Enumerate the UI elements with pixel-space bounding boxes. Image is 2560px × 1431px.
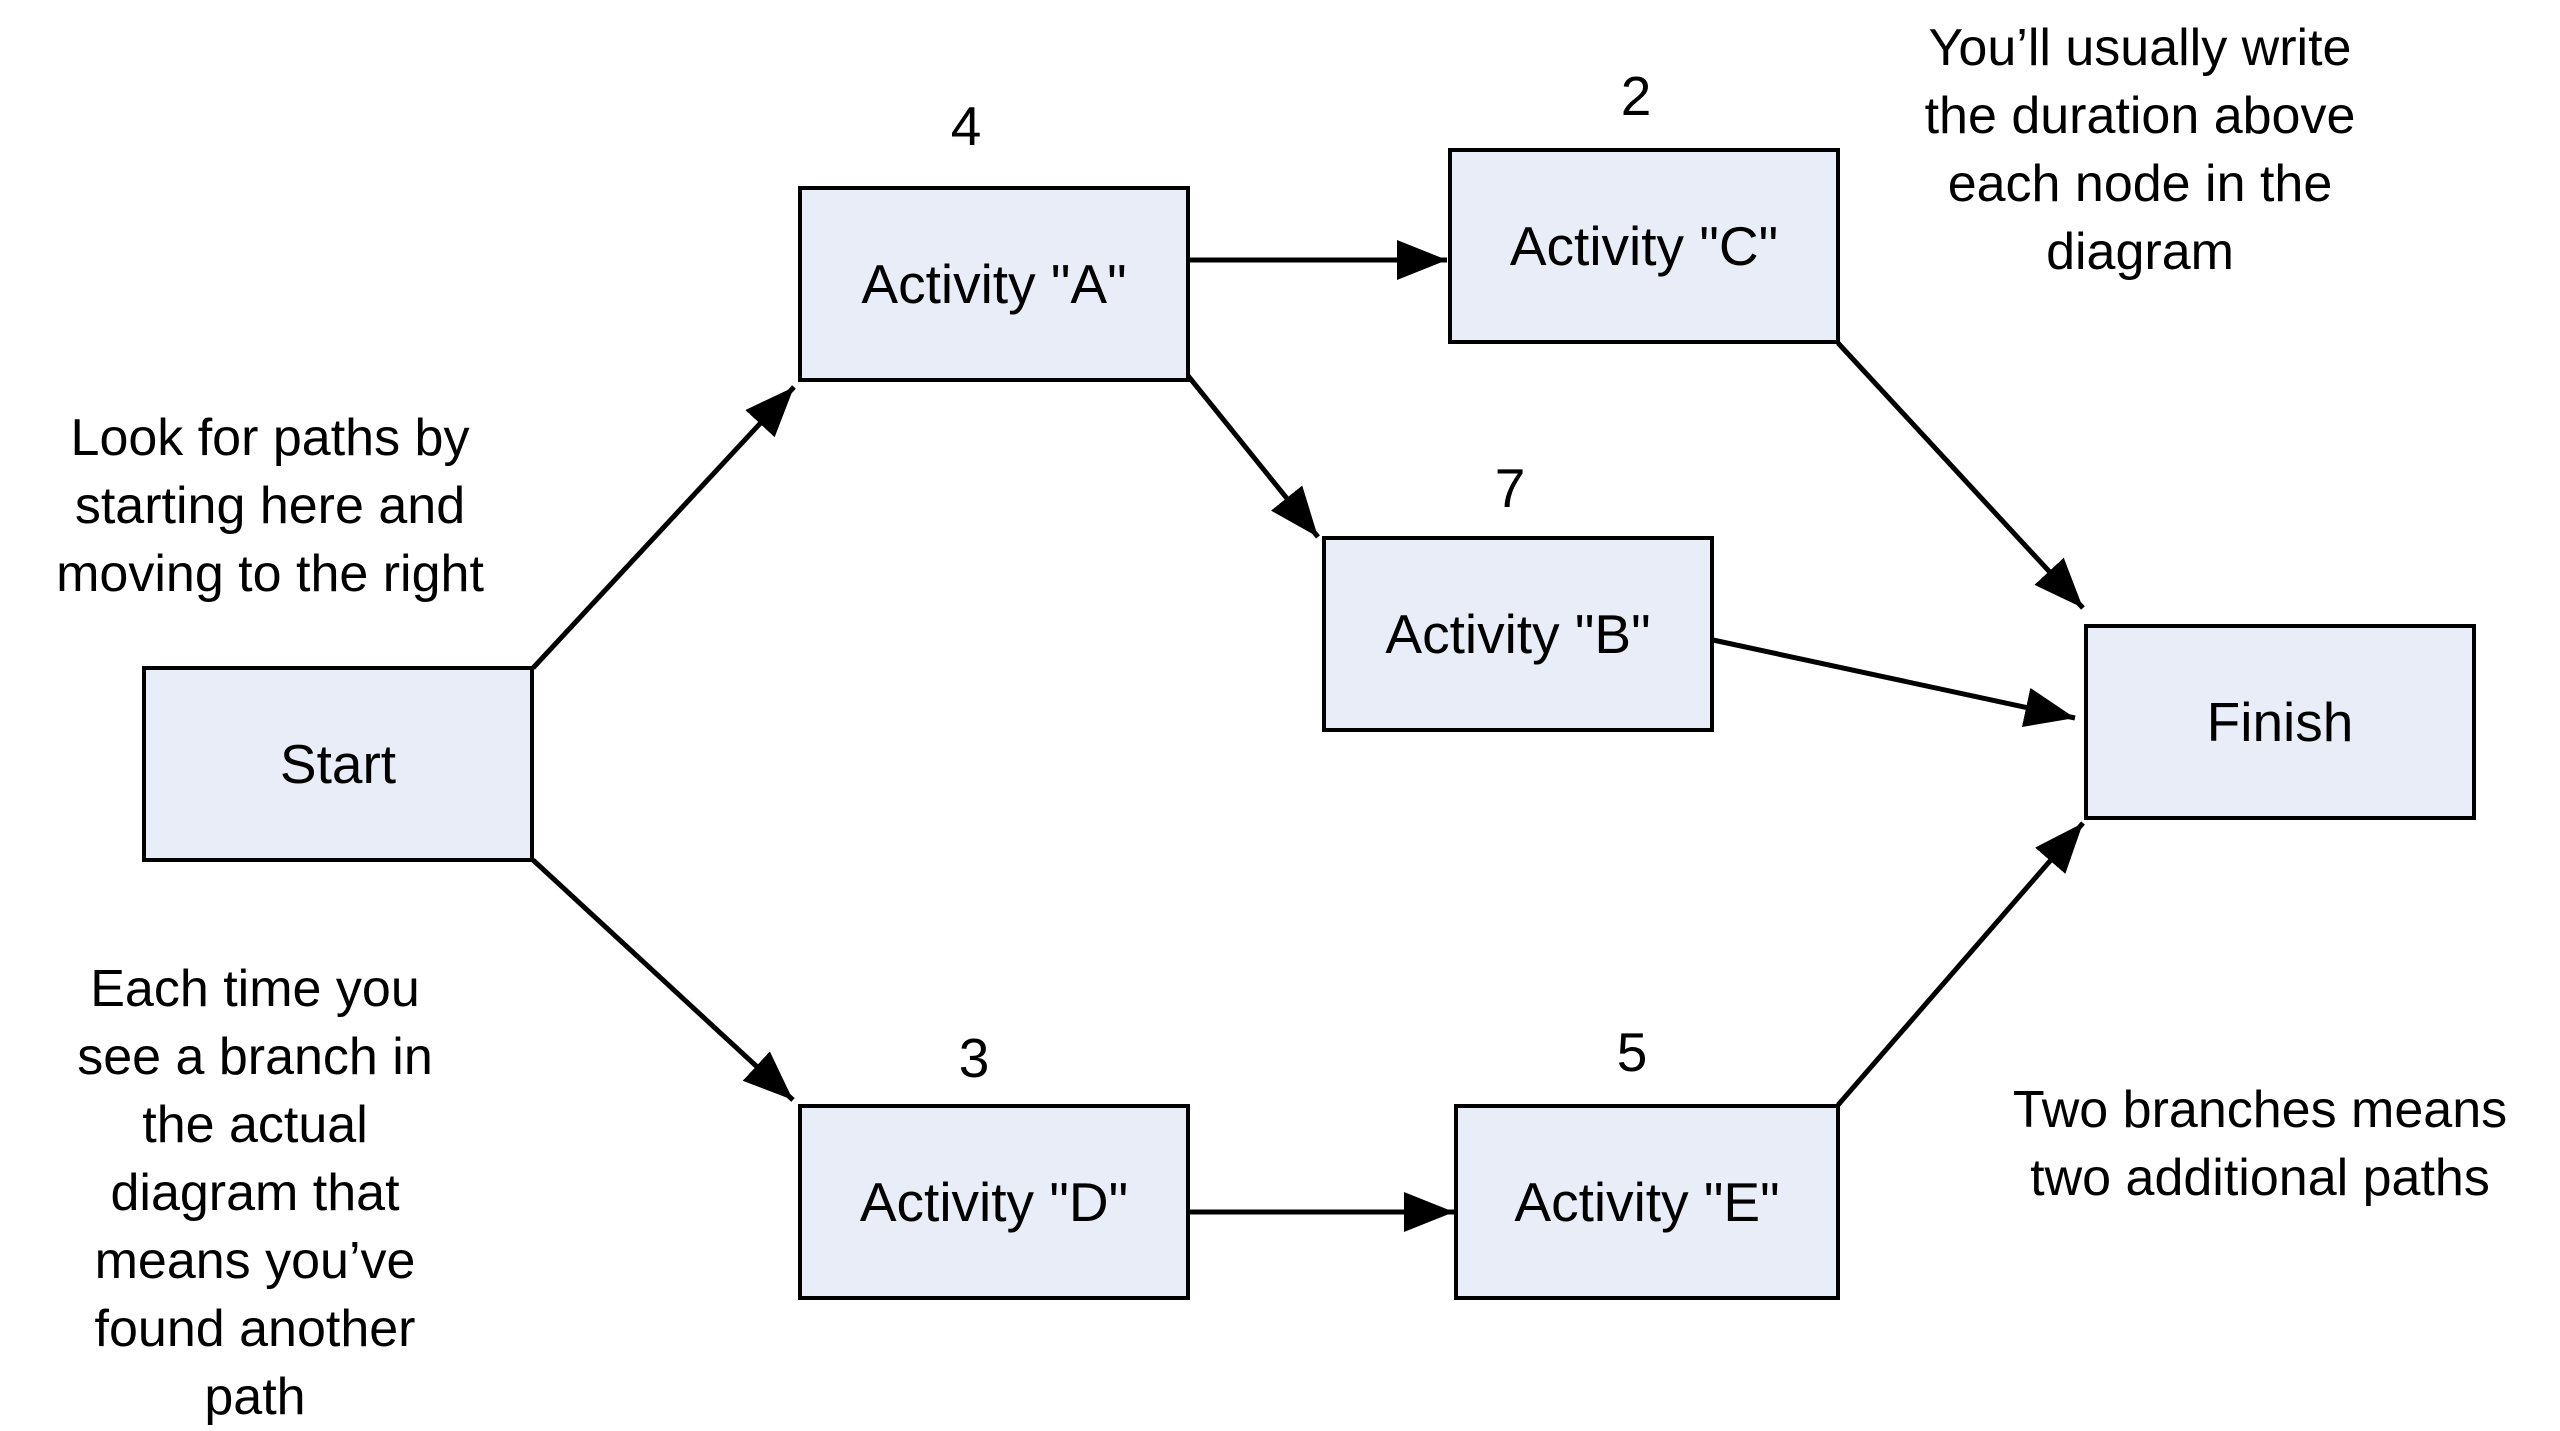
- node-activity-c-label: Activity "C": [1509, 215, 1779, 277]
- duration-activity-e: 5: [1616, 1021, 1648, 1083]
- arrow-e-to-finish: [1836, 821, 2085, 1107]
- note-two-branches: Two branches means two additional paths: [2012, 1081, 2508, 1207]
- node-activity-e-label: Activity "E": [1514, 1171, 1780, 1233]
- node-activity-d: Activity "D": [798, 1104, 1190, 1300]
- duration-activity-c: 2: [1620, 65, 1652, 127]
- node-finish: Finish: [2084, 624, 2476, 820]
- node-activity-e: Activity "E": [1454, 1104, 1840, 1300]
- node-activity-b-label: Activity "B": [1385, 603, 1651, 665]
- node-start: Start: [142, 666, 534, 862]
- arrow-a-to-b: [1183, 370, 1320, 539]
- note-duration-above: You’ll usually write the duration above …: [1924, 19, 2356, 281]
- node-finish-label: Finish: [2206, 691, 2354, 753]
- node-activity-a: Activity "A": [798, 186, 1190, 382]
- node-activity-d-label: Activity "D": [859, 1171, 1129, 1233]
- node-start-label: Start: [279, 733, 397, 795]
- arrow-start-to-a: [531, 385, 796, 670]
- node-activity-b: Activity "B": [1322, 536, 1714, 732]
- arrow-start-to-d: [531, 858, 795, 1102]
- note-look-for-paths: Look for paths by starting here and movi…: [56, 409, 484, 603]
- note-each-time-branch: Each time you see a branch in the actual…: [77, 960, 433, 1426]
- node-activity-c: Activity "C": [1448, 148, 1840, 344]
- duration-activity-b: 7: [1494, 457, 1526, 519]
- arrow-b-to-finish: [1712, 637, 2076, 728]
- duration-activity-a: 4: [950, 95, 982, 157]
- node-activity-a-label: Activity "A": [861, 253, 1127, 315]
- duration-activity-d: 3: [958, 1027, 990, 1089]
- arrow-c-to-finish: [1836, 341, 2085, 610]
